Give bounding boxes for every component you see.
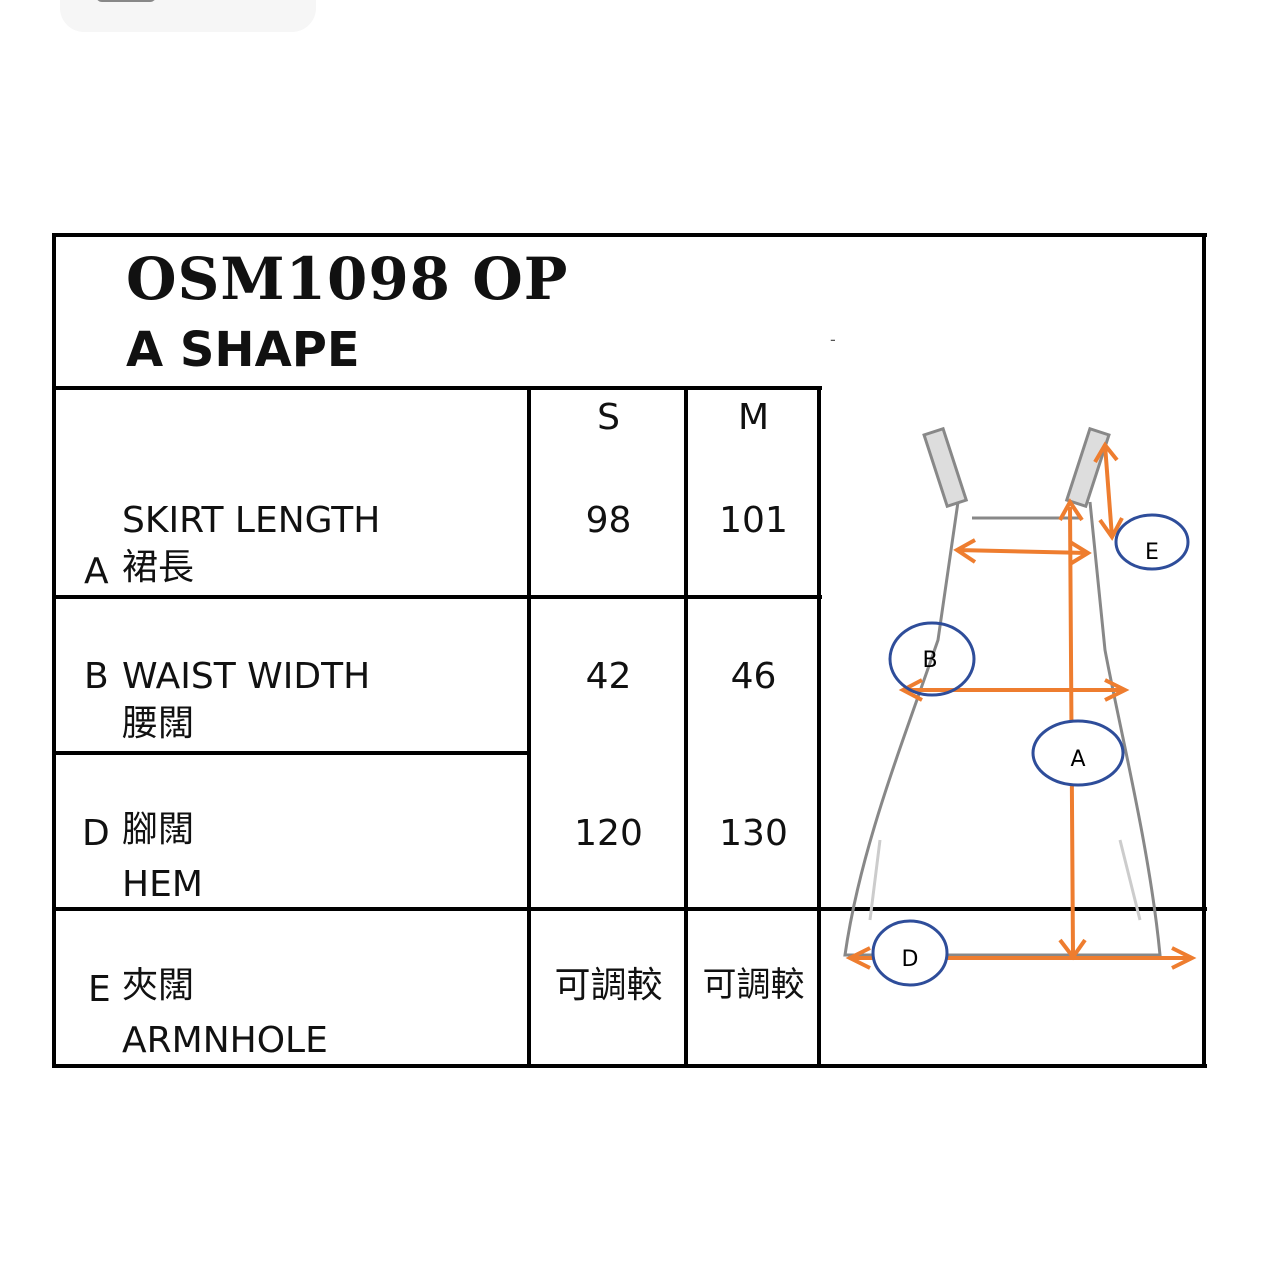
keyboard-icon <box>96 0 156 2</box>
row-a-s: 98 <box>585 500 632 541</box>
row-b-zh: 腰闊 <box>122 703 195 744</box>
top-button[interactable] <box>60 0 316 32</box>
label-d-circle <box>871 919 949 987</box>
row-e-letter: E <box>88 969 111 1010</box>
label-d: D <box>902 947 919 972</box>
dress-outline <box>843 426 1162 957</box>
row-d-zh: 腳闊 <box>122 809 195 850</box>
row-b-en: WAIST WIDTH <box>122 656 371 697</box>
dash-mark: - <box>830 330 836 349</box>
row-a-en: SKIRT LENGTH <box>122 500 381 541</box>
row-d-m: 130 <box>719 813 788 854</box>
row-a-letter: A <box>84 551 109 592</box>
product-code: OSM1098 OP <box>126 245 569 313</box>
size-header-m: M <box>737 397 770 438</box>
row-b-s: 42 <box>585 656 632 697</box>
row-e-m: 可調較 <box>702 965 805 1005</box>
row-a-m: 101 <box>719 500 788 541</box>
label-b-circle <box>888 621 976 697</box>
row-e-zh: 夾闊 <box>122 965 195 1006</box>
label-a-circle <box>1031 719 1125 787</box>
row-d-s: 120 <box>574 813 643 854</box>
row-e-en: ARMNHOLE <box>122 1020 328 1061</box>
row-d-en: HEM <box>122 864 203 905</box>
row-e-s: 可調較 <box>554 965 663 1006</box>
label-circles <box>871 513 1190 987</box>
row-a-zh: 裙長 <box>122 547 195 588</box>
row-d-letter: D <box>82 813 110 854</box>
dress-diagram: E B A D <box>843 426 1197 987</box>
label-e: E <box>1145 540 1159 565</box>
label-a: A <box>1070 747 1085 772</box>
measure-arrows <box>845 441 1197 970</box>
size-header-s: S <box>597 397 620 438</box>
label-b: B <box>922 648 937 673</box>
label-e-circle <box>1114 513 1190 571</box>
row-b-letter: B <box>84 656 109 697</box>
product-style: A SHAPE <box>126 322 360 378</box>
row-b-m: 46 <box>730 656 777 697</box>
